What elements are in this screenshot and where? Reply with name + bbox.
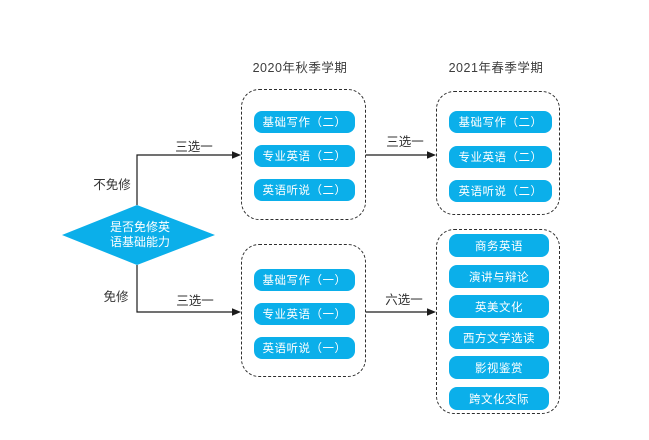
course-button: 英语听说（二） bbox=[254, 179, 355, 201]
arrowhead-upper-semesters bbox=[427, 151, 436, 159]
course-button: 影视鉴赏 bbox=[449, 356, 549, 379]
header-spring-2021: 2021年春季学期 bbox=[448, 61, 544, 75]
course-group-spring-electives: 商务英语 演讲与辩论 英美文化 西方文学选读 影视鉴赏 跨文化交际 bbox=[436, 229, 560, 414]
branch-label-exempt: 免修 bbox=[103, 290, 129, 304]
course-button: 西方文学选读 bbox=[449, 326, 549, 349]
course-button: 基础写作（一） bbox=[254, 269, 355, 291]
course-button: 专业英语（一） bbox=[254, 303, 355, 325]
course-group-spring-required: 基础写作（二） 专业英语（二） 英语听说（二） bbox=[436, 91, 560, 215]
course-button: 专业英语（二） bbox=[449, 146, 552, 168]
course-button: 英美文化 bbox=[449, 295, 549, 318]
course-button: 英语听说（一） bbox=[254, 337, 355, 359]
course-group-fall-required: 基础写作（二） 专业英语（二） 英语听说（二） bbox=[241, 89, 366, 220]
connector-not-exempt bbox=[136, 154, 233, 205]
arrow-label-choose-three-upper-right: 三选一 bbox=[386, 135, 424, 149]
arrowhead-exempt bbox=[232, 308, 241, 316]
header-fall-2020: 2020年秋季学期 bbox=[252, 61, 348, 75]
decision-line-1: 是否免修英 bbox=[109, 220, 170, 234]
branch-label-not-exempt: 不免修 bbox=[93, 178, 131, 192]
arrow-label-choose-six: 六选一 bbox=[385, 293, 423, 307]
course-button: 商务英语 bbox=[449, 234, 549, 257]
course-group-fall-exempt: 基础写作（一） 专业英语（一） 英语听说（一） bbox=[241, 244, 366, 377]
decision-diamond bbox=[62, 205, 215, 265]
connector-exempt bbox=[136, 265, 233, 313]
decision-line-2: 语基础能力 bbox=[109, 235, 170, 249]
course-button: 基础写作（二） bbox=[449, 111, 552, 133]
course-button: 专业英语（二） bbox=[254, 145, 355, 167]
course-button: 跨文化交际 bbox=[449, 387, 549, 410]
arrow-label-choose-three-upper: 三选一 bbox=[175, 140, 213, 154]
arrowhead-lower-semesters bbox=[427, 308, 436, 316]
decision-diamond-label: 是否免修英 语基础能力 bbox=[97, 220, 183, 250]
arrowhead-not-exempt bbox=[232, 151, 241, 159]
arrow-label-choose-three-lower: 三选一 bbox=[176, 294, 214, 308]
course-button: 英语听说（二） bbox=[449, 180, 552, 202]
course-button: 演讲与辩论 bbox=[449, 265, 549, 288]
course-button: 基础写作（二） bbox=[254, 111, 355, 133]
